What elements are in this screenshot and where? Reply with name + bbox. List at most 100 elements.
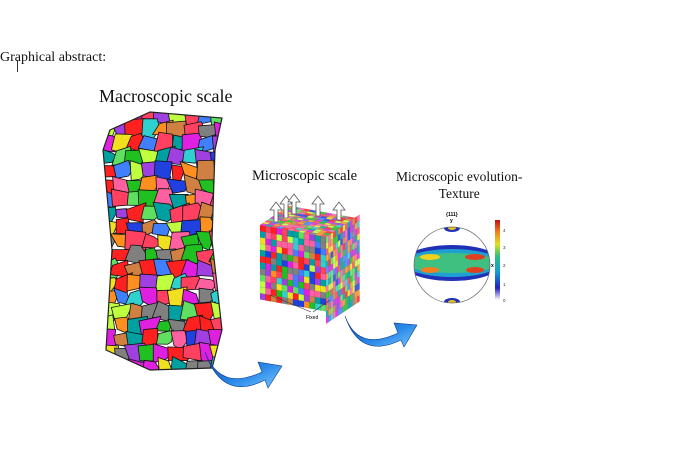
voxel [292, 274, 299, 282]
voxel [303, 294, 310, 303]
voxel [287, 229, 294, 238]
voxel [270, 282, 277, 291]
voxel [287, 267, 294, 275]
load-arrows [269, 193, 346, 223]
voxel [309, 295, 316, 304]
voxel [287, 236, 294, 244]
voxel [276, 277, 283, 285]
voxel [298, 293, 305, 302]
voxel [281, 284, 288, 293]
voxel [270, 226, 277, 235]
voxel [314, 290, 321, 299]
voxel [314, 234, 321, 243]
voxel [309, 258, 316, 267]
grain [141, 359, 160, 370]
evolution-label-line2: Texture [438, 186, 480, 201]
voxel [298, 281, 305, 289]
voxel [298, 244, 305, 252]
voxel [292, 230, 299, 239]
pole-figure-x-axis: x [491, 263, 494, 269]
pole-figure-plane-label: {111} [446, 212, 458, 218]
voxel [303, 232, 310, 241]
voxel [287, 279, 294, 287]
voxel [265, 281, 272, 290]
curved-arrow-icon [204, 351, 283, 389]
voxel [265, 263, 272, 271]
colorbar-tick: 1 [503, 282, 506, 287]
grain [212, 175, 222, 196]
voxel [314, 284, 321, 292]
grain [103, 112, 118, 128]
voxel [314, 241, 321, 249]
voxel [309, 277, 316, 285]
voxel [292, 249, 299, 257]
grain [110, 302, 135, 323]
voxel [309, 264, 316, 273]
voxel [287, 285, 294, 294]
voxel [265, 287, 272, 296]
voxel [276, 252, 283, 261]
voxel [357, 294, 360, 304]
voxel [270, 245, 277, 253]
column-outline [102, 111, 223, 371]
grain [155, 329, 174, 345]
voxel [276, 240, 283, 248]
voxel [314, 272, 321, 280]
voxel [292, 268, 299, 276]
voxel [309, 289, 316, 298]
voxel [259, 231, 266, 239]
voxel [259, 237, 266, 245]
voxel [303, 245, 310, 253]
colorbar-tick: 4 [503, 228, 506, 233]
voxel [346, 216, 356, 220]
voxel [303, 301, 310, 309]
voxel [309, 252, 316, 260]
voxel [276, 227, 283, 236]
voxel [270, 251, 277, 260]
voxel [320, 273, 327, 281]
fixed-support-lines [269, 294, 331, 313]
voxel [259, 293, 266, 301]
voxel [320, 266, 327, 275]
voxel [276, 258, 283, 267]
voxel [314, 278, 321, 286]
voxel [265, 238, 272, 246]
microscopic-evolution-label: Microscopic evolution- Texture [396, 168, 522, 202]
voxel [320, 291, 327, 300]
voxel [281, 278, 288, 286]
voxel [265, 225, 272, 234]
text-cursor [17, 60, 18, 72]
voxel [281, 266, 288, 274]
voxel [298, 262, 305, 271]
voxel [320, 235, 327, 244]
voxel [298, 287, 305, 296]
voxel [281, 290, 288, 299]
voxel [281, 247, 288, 255]
voxel [298, 256, 305, 265]
microscopic-voxel-cube [259, 205, 360, 325]
voxel [287, 260, 294, 269]
voxel [265, 250, 272, 259]
voxel [259, 274, 266, 282]
voxel [320, 285, 327, 293]
colorbar-tick: 2 [503, 263, 506, 268]
voxel [320, 279, 327, 287]
voxel [259, 268, 266, 276]
voxel [259, 280, 266, 289]
voxel [303, 251, 310, 259]
colorbar-tick: 3 [503, 245, 506, 250]
voxel [276, 246, 283, 254]
voxel [320, 260, 327, 269]
voxel [309, 271, 316, 279]
grain [113, 159, 133, 179]
voxel [287, 291, 294, 300]
voxel [298, 250, 305, 258]
voxel [281, 235, 288, 243]
voxel [287, 254, 294, 263]
voxel [298, 300, 305, 308]
voxel [303, 263, 310, 272]
voxel [320, 248, 327, 256]
voxel [259, 255, 266, 264]
voxel [303, 270, 310, 278]
